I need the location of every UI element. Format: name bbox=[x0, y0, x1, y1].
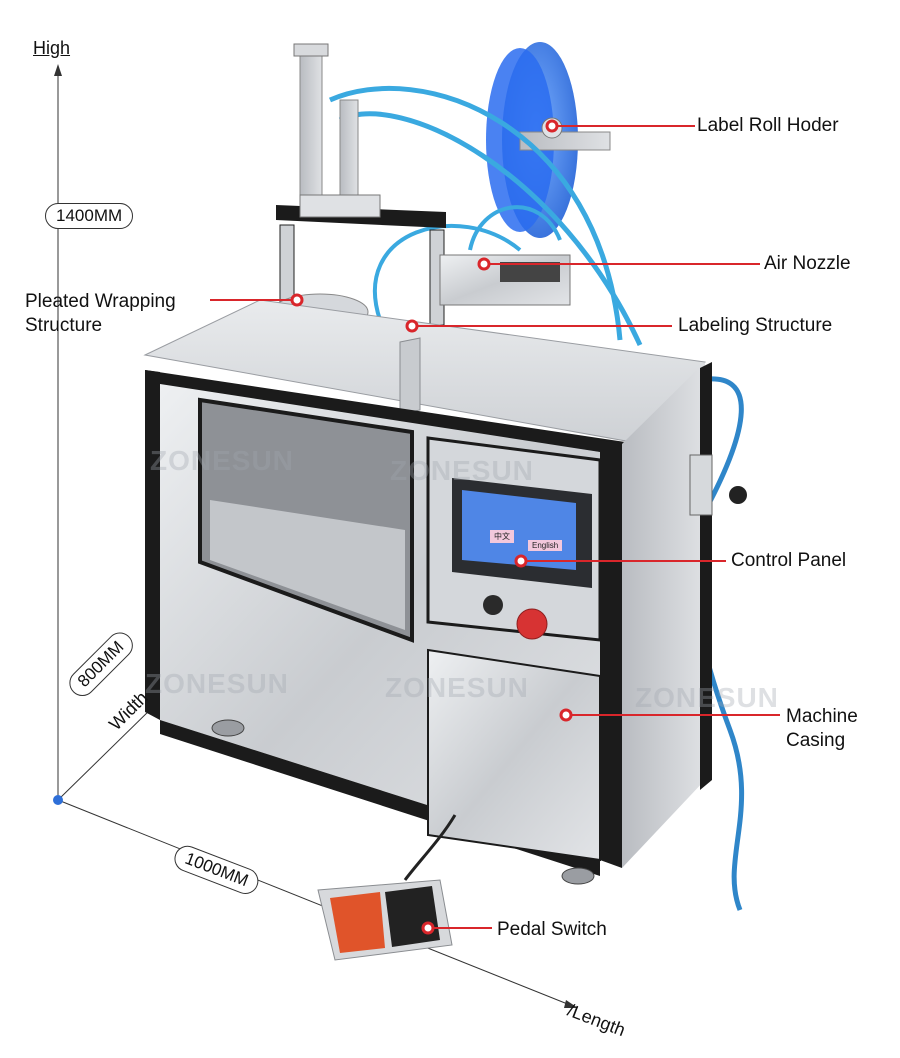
labeling-head-dark bbox=[500, 262, 560, 282]
cylinder-left bbox=[299, 49, 323, 211]
air-tube-2 bbox=[338, 111, 643, 347]
emergency-stop bbox=[516, 608, 548, 640]
front-left-post bbox=[145, 370, 160, 720]
side-back-post bbox=[700, 362, 712, 790]
watermark-2: ZONESUN bbox=[390, 455, 534, 486]
callout-label-roll-holder: Label Roll Hoder bbox=[697, 115, 839, 136]
screen-button-english: English bbox=[528, 540, 563, 551]
front-right-post bbox=[600, 440, 622, 868]
callout-casing-line2: Casing bbox=[786, 730, 846, 751]
callout-control-panel: Control Panel bbox=[731, 550, 847, 571]
wheel-front-right bbox=[561, 867, 595, 885]
watermark-1: ZONESUN bbox=[150, 445, 294, 476]
cylinder-cap bbox=[293, 43, 329, 57]
label-guide-plate bbox=[399, 337, 421, 415]
axis-origin-dot bbox=[53, 795, 63, 805]
height-axis-arrow bbox=[54, 64, 62, 76]
air-tube-4 bbox=[468, 205, 562, 251]
length-axis bbox=[57, 799, 571, 1006]
screen-button-chinese: 中文 bbox=[490, 530, 514, 543]
callout-labeling-structure: Labeling Structure bbox=[678, 315, 833, 336]
callout-pleated-line1: Pleated Wrapping bbox=[25, 291, 176, 312]
pedal-cable bbox=[403, 814, 457, 881]
front-top-rail bbox=[145, 370, 665, 462]
wheel-front-left bbox=[211, 719, 245, 737]
compartment-shelf bbox=[210, 500, 405, 630]
dim-height: 1400MM bbox=[45, 203, 134, 229]
casing-door bbox=[427, 648, 601, 862]
callout-pedal-switch: Pedal Switch bbox=[497, 919, 607, 940]
press-plate bbox=[299, 194, 381, 218]
watermark-3: ZONESUN bbox=[145, 668, 289, 699]
selector-knob bbox=[483, 595, 503, 615]
side-casing bbox=[622, 362, 705, 868]
callout-dots bbox=[290, 119, 573, 935]
cylinder-right bbox=[339, 99, 359, 211]
axis-label-high: High bbox=[33, 38, 71, 58]
regulator-gauge bbox=[729, 486, 747, 504]
pedal-right-black bbox=[385, 886, 440, 947]
length-axis-arrow bbox=[564, 1000, 578, 1008]
callout-air-nozzle: Air Nozzle bbox=[764, 253, 851, 274]
width-axis bbox=[57, 704, 156, 801]
air-tube-1 bbox=[328, 86, 623, 341]
label-roll-shaft bbox=[519, 131, 611, 151]
air-tube-3 bbox=[372, 224, 522, 321]
callout-lines bbox=[210, 125, 780, 929]
callout-casing-line1: Machine bbox=[786, 706, 858, 727]
watermark-5: ZONESUN bbox=[635, 682, 779, 713]
air-regulator bbox=[689, 454, 713, 516]
watermark-4: ZONESUN bbox=[385, 672, 529, 703]
pedal-left-red bbox=[330, 892, 385, 953]
callout-pleated-line2: Structure bbox=[25, 315, 103, 336]
